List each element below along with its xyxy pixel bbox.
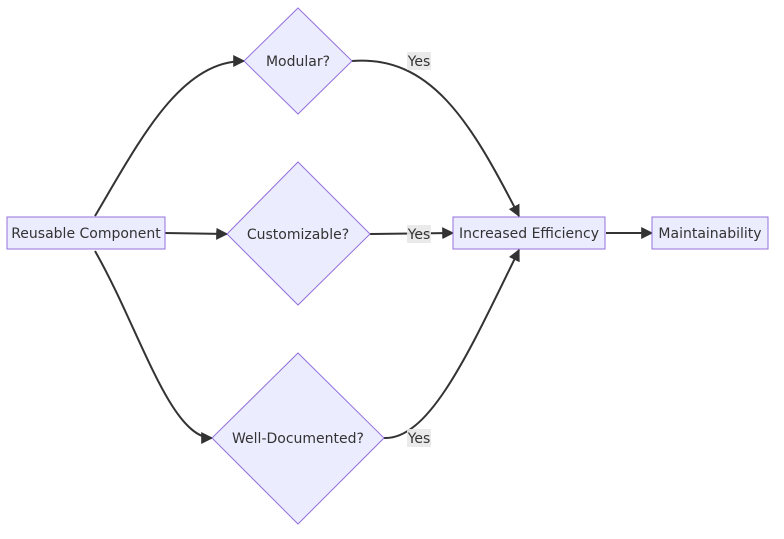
edge-label-documented-yes: Yes bbox=[407, 429, 431, 447]
node-label: Reusable Component bbox=[11, 226, 161, 242]
edge-reusable-to-documented bbox=[94, 250, 214, 444]
edge-reusable-to-modular bbox=[94, 55, 246, 217]
nodes: Reusable Component Modular? Customizable… bbox=[6, 7, 769, 525]
node-modular-decision[interactable]: Modular? bbox=[243, 7, 353, 115]
node-reusable-component[interactable]: Reusable Component bbox=[6, 216, 166, 250]
node-label: Modular? bbox=[266, 54, 330, 70]
node-increased-efficiency[interactable]: Increased Efficiency bbox=[452, 216, 606, 250]
edge-documented-to-efficiency bbox=[383, 248, 520, 440]
node-label: Increased Efficiency bbox=[459, 226, 599, 242]
edge-label-text: Yes bbox=[407, 54, 431, 70]
node-well-documented-decision[interactable]: Well-Documented? bbox=[211, 352, 385, 525]
node-label: Maintainability bbox=[658, 226, 761, 242]
edge-label-text: Yes bbox=[407, 227, 431, 243]
edge-labels: Yes Yes Yes bbox=[407, 52, 431, 447]
node-customizable-decision[interactable]: Customizable? bbox=[226, 161, 371, 306]
edge-modular-to-efficiency bbox=[351, 59, 520, 218]
edge-label-text: Yes bbox=[407, 431, 431, 447]
edge-label-modular-yes: Yes bbox=[407, 52, 431, 70]
edge-reusable-to-customizable bbox=[164, 227, 229, 240]
node-maintainability[interactable]: Maintainability bbox=[651, 216, 769, 250]
node-label: Well-Documented? bbox=[232, 431, 364, 447]
node-label: Customizable? bbox=[247, 227, 349, 243]
edge-label-customizable-yes: Yes bbox=[407, 225, 431, 243]
